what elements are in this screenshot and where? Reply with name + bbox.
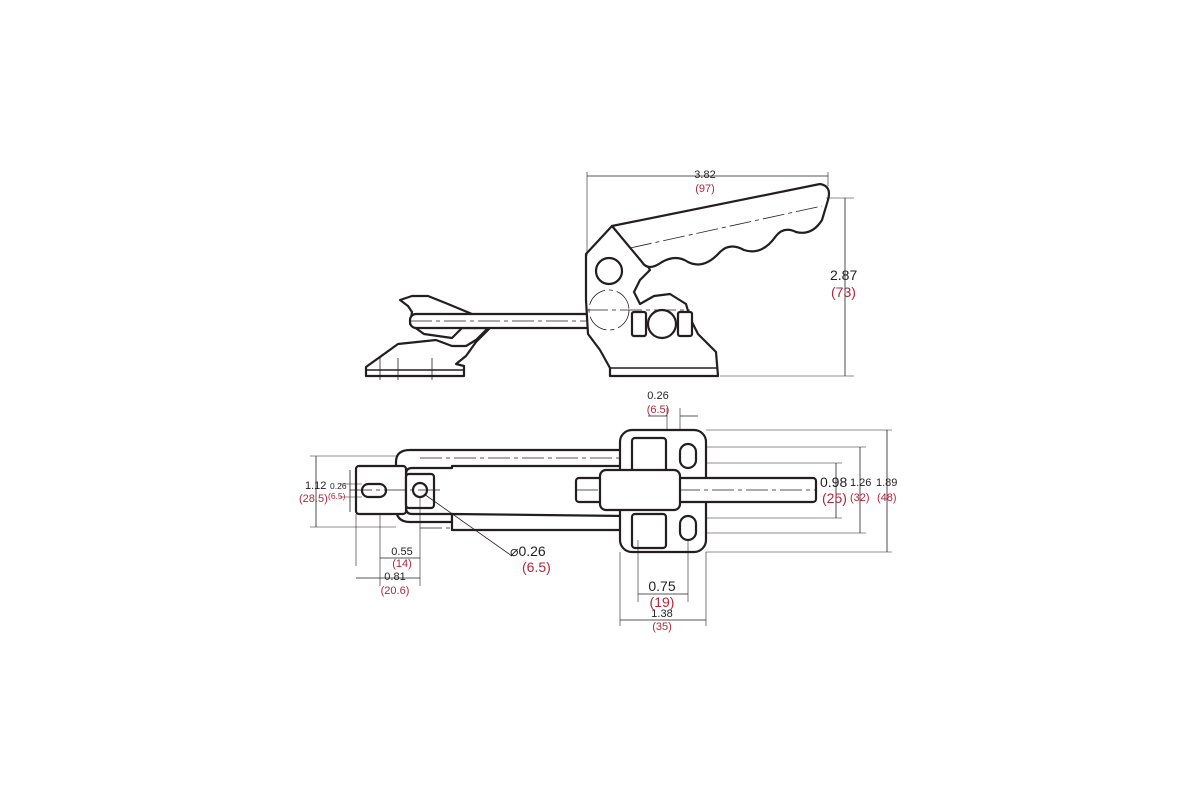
hook-loop-lower-arm (450, 512, 628, 532)
adjusting-nut-left (630, 310, 648, 338)
hook-base-plate (364, 294, 492, 378)
dim-base-width-b-inch: 1.26 (850, 477, 871, 489)
dim-bolt-width-inch: 0.26 (647, 390, 668, 402)
dim-base-length-mm: (35) (652, 621, 672, 633)
dim-hole-diameter-leader (423, 493, 513, 557)
dim-hole-diameter-value: 0.26 (518, 543, 545, 559)
dim-bolt-width-mm: (6.5) (647, 404, 670, 416)
handle-centerline (629, 205, 823, 249)
dim-base-hole-spacing-mm: (19) (650, 594, 675, 610)
top-view: 0.98 (25) 1.26 (32) 1.89 (48) 0.26 (6.5)… (299, 390, 897, 633)
dim-base-length-inch: 1.38 (651, 608, 672, 620)
hook-slot (360, 482, 388, 499)
dim-hook-width-mm: (28.5) (299, 493, 328, 505)
adjusting-nut (646, 308, 678, 340)
mounting-slot-lower (678, 514, 698, 542)
clamp-base-upper-block (630, 436, 668, 474)
dim-base-width-c-mm: (48) (877, 492, 897, 504)
clevis-plan (598, 468, 682, 512)
side-view: 3.82 (97) 2.87 (73) (364, 169, 857, 380)
dim-hook-offset-a-mm: (14) (392, 558, 412, 570)
handle-lever (610, 182, 831, 269)
dim-slot-width-inch: 0.26 (330, 481, 347, 491)
mounting-slot-upper (678, 442, 698, 470)
pivot-hole (594, 256, 624, 286)
dim-base-hole-spacing-inch: 0.75 (648, 578, 675, 594)
dim-base-width-c-inch: 1.89 (876, 477, 897, 489)
dim-hook-offset-b-inch: 0.81 (384, 571, 405, 583)
dim-base-width-b-mm: (32) (850, 492, 870, 504)
dim-base-width-a-inch: 0.98 (820, 474, 847, 490)
dim-overall-length-inch: 3.82 (694, 169, 715, 181)
dim-hook-offset-b-mm: (20.6) (381, 585, 410, 597)
dim-overall-length-mm: (97) (695, 183, 715, 195)
dim-overall-height-mm: (73) (831, 284, 856, 300)
dim-base-width-a-mm: (25) (822, 490, 847, 506)
dim-overall-height-inch: 2.87 (830, 267, 857, 283)
dim-slot-width-mm: (6.5) (328, 491, 346, 501)
dim-hole-diameter-inch: ⌀0.26 (510, 543, 546, 559)
dim-hole-diameter-mm: (6.5) (522, 559, 551, 575)
diameter-symbol: ⌀ (510, 543, 518, 559)
dim-hook-width-inch: 1.12 (305, 480, 326, 492)
clamp-base-lower-block (630, 512, 668, 550)
adjusting-nut-right (676, 310, 694, 338)
dim-hook-offset-a-inch: 0.55 (391, 546, 412, 558)
